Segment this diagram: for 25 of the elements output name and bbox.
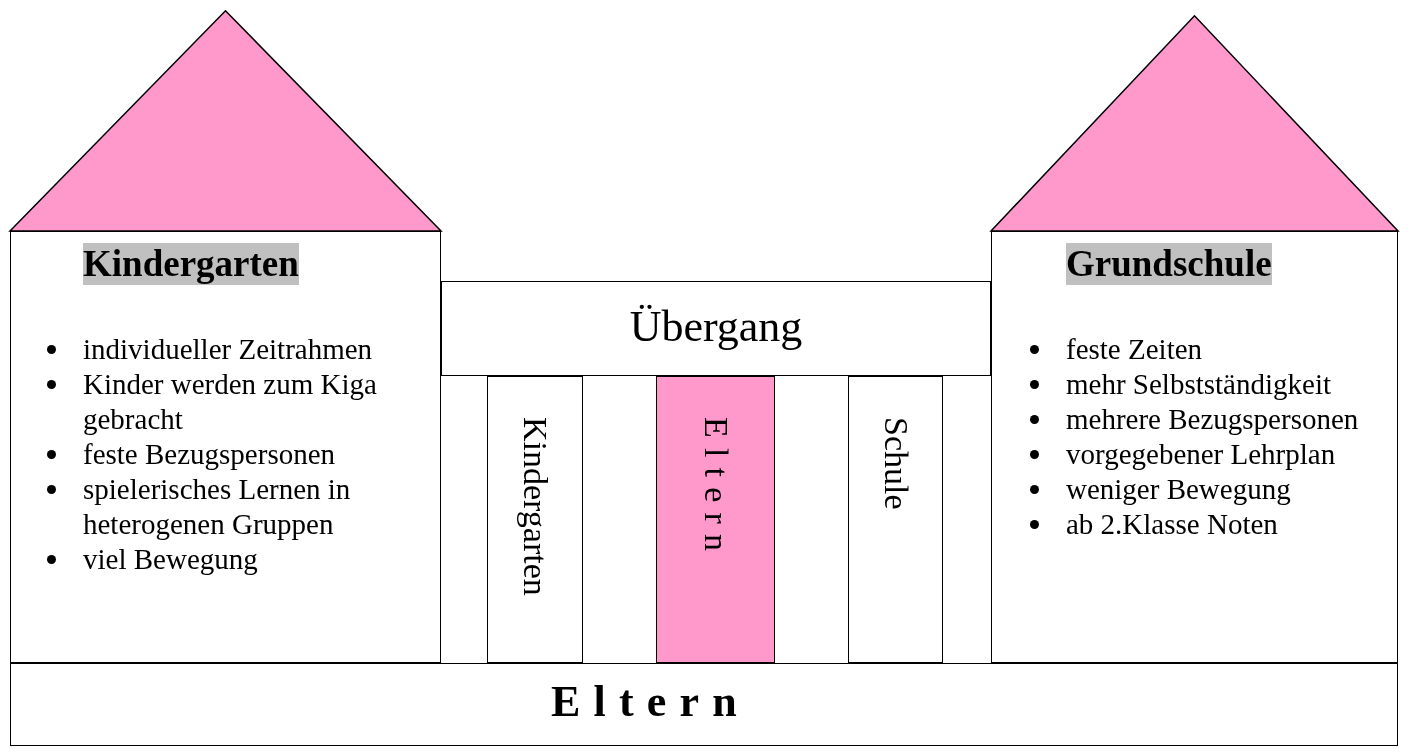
roof-triangle bbox=[991, 15, 1398, 231]
house-body bbox=[991, 231, 1398, 663]
bullet-item: feste Zeiten bbox=[1066, 332, 1204, 367]
bullet-item: vorgegebener Lehrplan bbox=[1066, 437, 1337, 472]
vertical-label: Schule bbox=[876, 417, 916, 510]
bullet-item: feste Bezugspersonen bbox=[83, 437, 337, 472]
bullet-item: mehr Selbstständigkeit bbox=[1066, 367, 1332, 402]
pillar bbox=[487, 376, 583, 663]
base-label: Eltern bbox=[551, 677, 750, 726]
heading-label: Grundschule bbox=[1066, 243, 1272, 285]
roof-triangle bbox=[10, 10, 441, 231]
bullet-item: individueller Zeitrahmen bbox=[83, 332, 374, 367]
bullet-item: mehrere Bezugspersonen bbox=[1066, 402, 1360, 437]
vertical-label: Kindergarten bbox=[516, 417, 555, 596]
house-body bbox=[10, 231, 441, 663]
beam-box bbox=[441, 281, 991, 376]
bullet-item: ab 2.Klasse Noten bbox=[1066, 507, 1279, 542]
bullet-item: viel Bewegung bbox=[83, 542, 259, 577]
heading-label: Kindergarten bbox=[83, 243, 299, 285]
bullet-item: weniger Bewegung bbox=[1066, 472, 1292, 507]
vertical-label: Eltern bbox=[696, 417, 736, 562]
beam-label: Übergang bbox=[629, 302, 803, 352]
pillar bbox=[656, 376, 775, 663]
base-bar bbox=[10, 663, 1398, 746]
pillar bbox=[848, 376, 943, 663]
